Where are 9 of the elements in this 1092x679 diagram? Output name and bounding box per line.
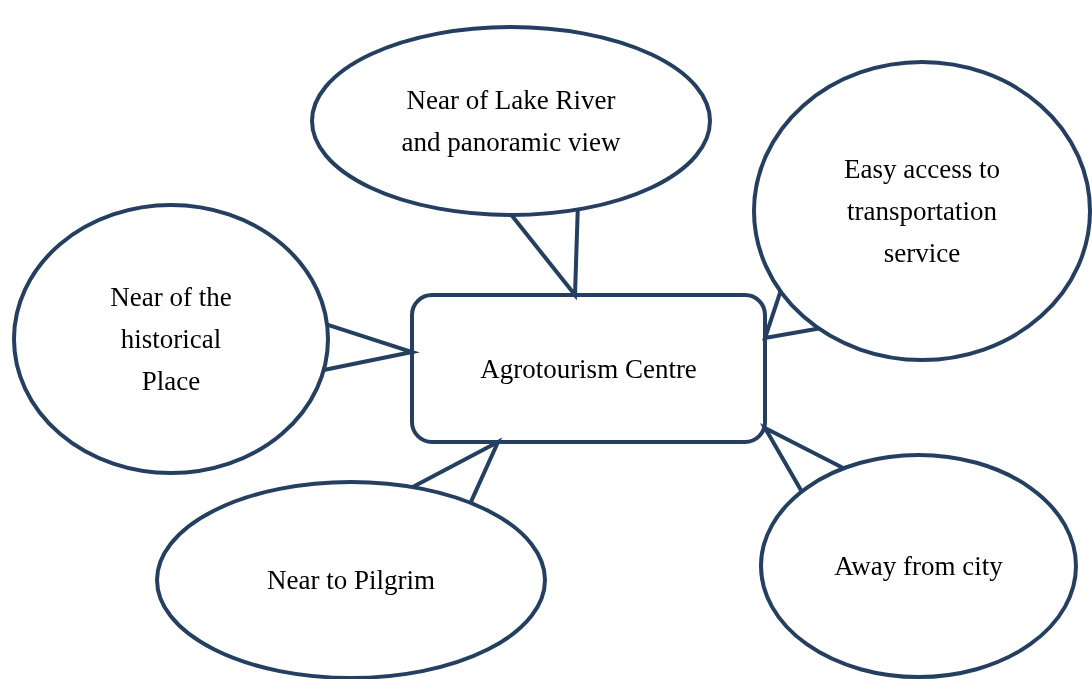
speech-bubble-tail [762,289,820,341]
bubble-text: Easy access to transportation service [843,153,1001,270]
speech-bubble-tail [509,209,580,301]
bubble-text: Near of the historical Place [109,281,233,398]
bubble-text: Agrotourism Centre [480,352,697,386]
bubble-text: Near to Pilgrim [267,564,435,597]
bubble-text: Near of Lake River and panoramic view [400,84,622,159]
bubble-text: Away from city [834,550,1003,583]
speech-bubble-tail [759,423,846,493]
